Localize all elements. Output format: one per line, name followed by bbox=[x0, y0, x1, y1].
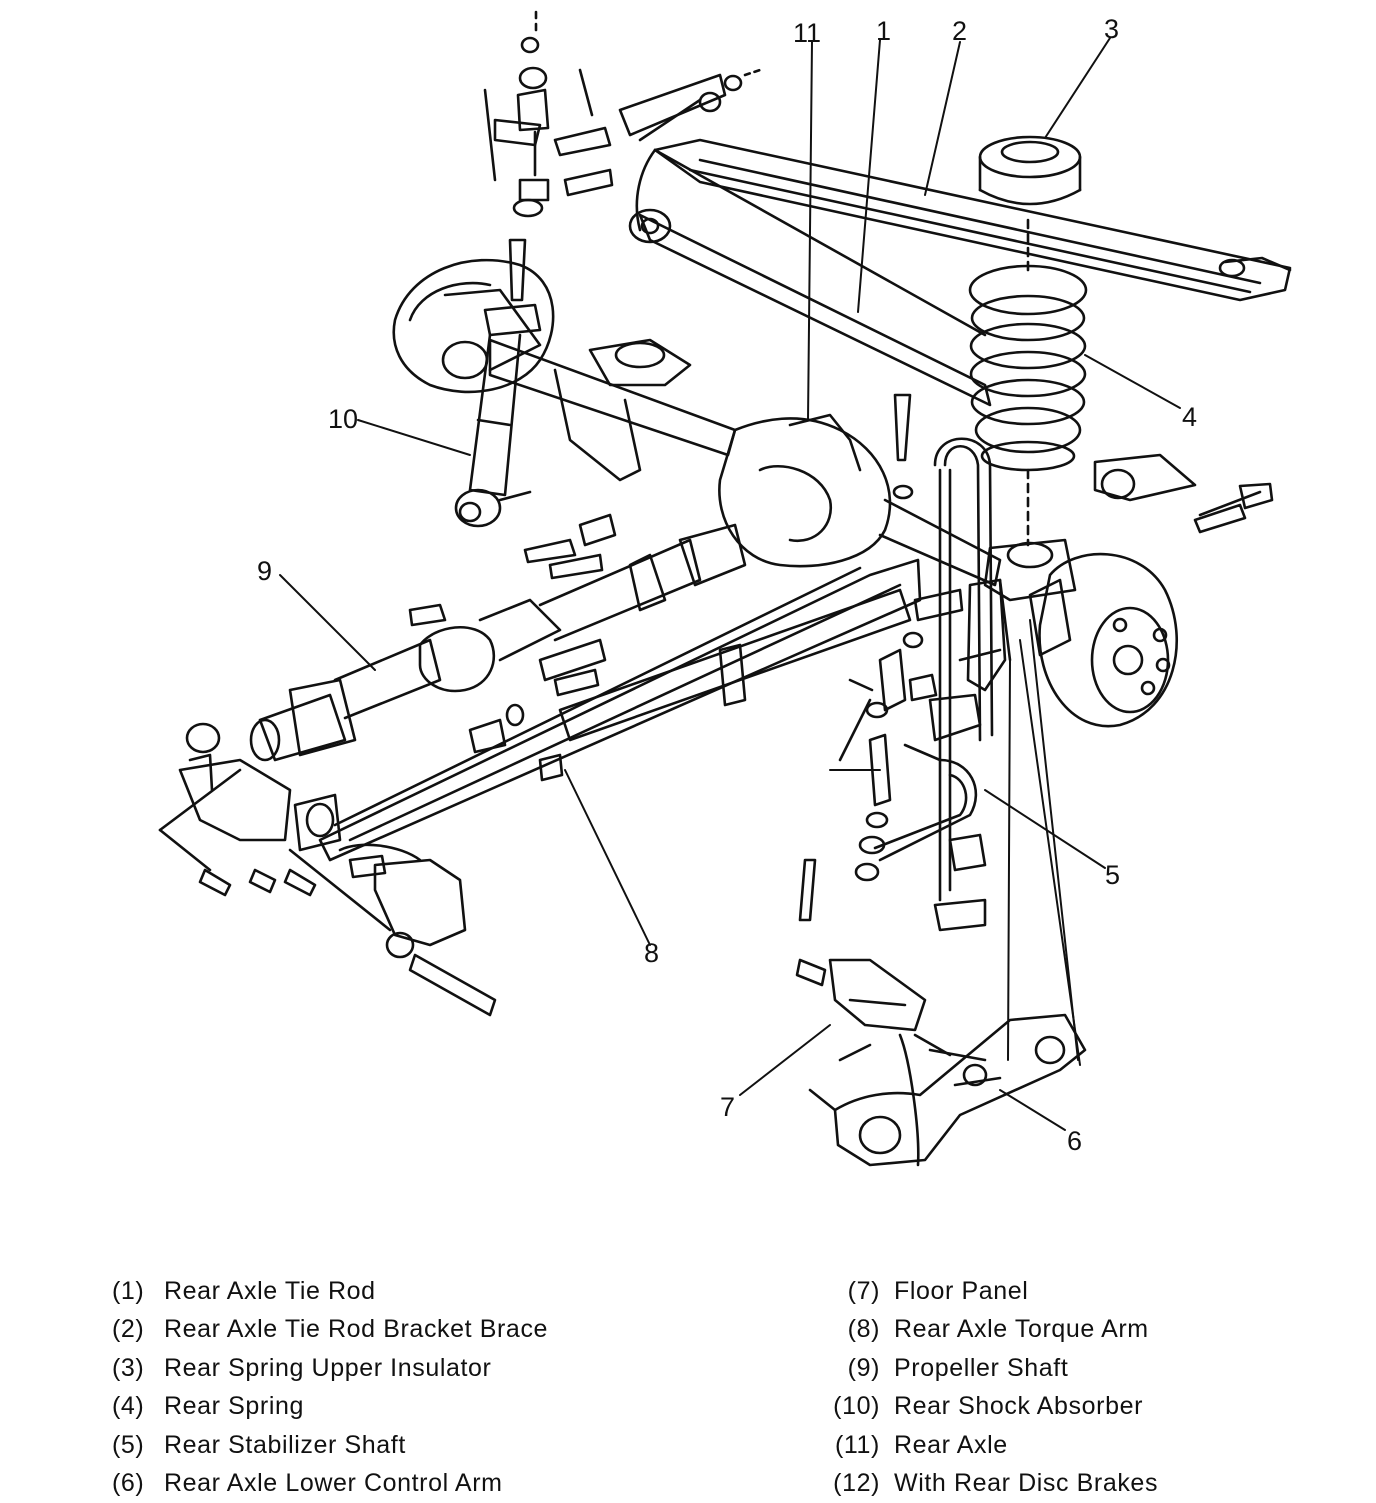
legend-label: Rear Axle Torque Arm bbox=[894, 1315, 1149, 1344]
legend-right-column: (7) Floor Panel (8) Rear Axle Torque Arm… bbox=[828, 1272, 1158, 1503]
bracket-brace-part bbox=[655, 140, 1290, 300]
shock-absorber-part bbox=[456, 12, 592, 526]
legend-number: (5) bbox=[112, 1431, 164, 1460]
shock-mount-bracket-part bbox=[960, 580, 1010, 690]
legend-label: Rear Spring bbox=[164, 1392, 304, 1421]
legend-item: (9) Propeller Shaft bbox=[828, 1349, 1158, 1388]
legend-number: (11) bbox=[828, 1431, 894, 1460]
legend-item: (7) Floor Panel bbox=[828, 1272, 1158, 1311]
torque-arm-bracket-part bbox=[160, 724, 495, 1015]
legend-label: Rear Axle Tie Rod bbox=[164, 1277, 376, 1306]
callout-3: 3 bbox=[1104, 14, 1119, 44]
brake-disc-part bbox=[1030, 554, 1177, 726]
callout-5: 5 bbox=[1105, 860, 1120, 890]
stabilizer-links-part bbox=[800, 395, 962, 920]
callout-8: 8 bbox=[644, 938, 659, 968]
legend-item: (2) Rear Axle Tie Rod Bracket Brace bbox=[112, 1311, 548, 1350]
legend-label: Floor Panel bbox=[894, 1277, 1028, 1306]
callout-11: 11 bbox=[793, 18, 821, 48]
callout-numbers: 1 2 3 4 5 6 7 8 9 10 11 bbox=[257, 14, 1197, 1156]
legend-item: (12) With Rear Disc Brakes bbox=[828, 1465, 1158, 1503]
legend-item: (8) Rear Axle Torque Arm bbox=[828, 1311, 1158, 1350]
legend-item: (6) Rear Axle Lower Control Arm bbox=[112, 1465, 548, 1503]
callout-6: 6 bbox=[1067, 1126, 1082, 1156]
legend-label: Propeller Shaft bbox=[894, 1354, 1068, 1383]
legend-number: (9) bbox=[828, 1354, 894, 1383]
legend-label: Rear Stabilizer Shaft bbox=[164, 1431, 406, 1460]
upper-insulator-part bbox=[980, 137, 1080, 204]
legend-number: (4) bbox=[112, 1392, 164, 1421]
callout-9: 9 bbox=[257, 556, 272, 586]
legend-label: Rear Spring Upper Insulator bbox=[164, 1354, 491, 1383]
legend-item: (4) Rear Spring bbox=[112, 1388, 548, 1427]
brake-drum-part bbox=[394, 260, 553, 392]
rear-suspension-exploded-diagram: 1 2 3 4 5 6 7 8 9 10 11 bbox=[0, 0, 1376, 1230]
legend-number: (2) bbox=[112, 1315, 164, 1344]
legend-label: With Rear Disc Brakes bbox=[894, 1469, 1158, 1498]
legend-item: (5) Rear Stabilizer Shaft bbox=[112, 1426, 548, 1465]
legend-label: Rear Axle Lower Control Arm bbox=[164, 1469, 503, 1498]
legend-number: (10) bbox=[828, 1392, 894, 1421]
legend-item: (10) Rear Shock Absorber bbox=[828, 1388, 1158, 1427]
legend-item: (11) Rear Axle bbox=[828, 1426, 1158, 1465]
legend-label: Rear Axle bbox=[894, 1431, 1008, 1460]
legend-left-column: (1) Rear Axle Tie Rod (2) Rear Axle Tie … bbox=[112, 1272, 548, 1503]
legend-number: (3) bbox=[112, 1354, 164, 1383]
legend-label: Rear Axle Tie Rod Bracket Brace bbox=[164, 1315, 548, 1344]
legend-item: (1) Rear Axle Tie Rod bbox=[112, 1272, 548, 1311]
torque-arm-part bbox=[320, 560, 920, 860]
floor-panel-part bbox=[797, 960, 925, 1060]
callout-7: 7 bbox=[720, 1092, 735, 1122]
callout-1: 1 bbox=[876, 16, 891, 46]
legend-label: Rear Shock Absorber bbox=[894, 1392, 1143, 1421]
propeller-shaft-part bbox=[251, 515, 745, 760]
callout-2: 2 bbox=[952, 16, 967, 46]
axle-housing-part bbox=[490, 340, 1075, 600]
spring-seat-bracket-part bbox=[1095, 455, 1272, 532]
callout-4: 4 bbox=[1182, 402, 1197, 432]
legend-number: (1) bbox=[112, 1277, 164, 1306]
legend-number: (8) bbox=[828, 1315, 894, 1344]
legend-number: (7) bbox=[828, 1277, 894, 1306]
coil-spring-part bbox=[970, 220, 1086, 545]
lower-control-arm-part bbox=[810, 1015, 1085, 1165]
callout-10: 10 bbox=[328, 404, 358, 434]
legend-item: (3) Rear Spring Upper Insulator bbox=[112, 1349, 548, 1388]
legend-number: (6) bbox=[112, 1469, 164, 1498]
legend-number: (12) bbox=[828, 1469, 894, 1498]
